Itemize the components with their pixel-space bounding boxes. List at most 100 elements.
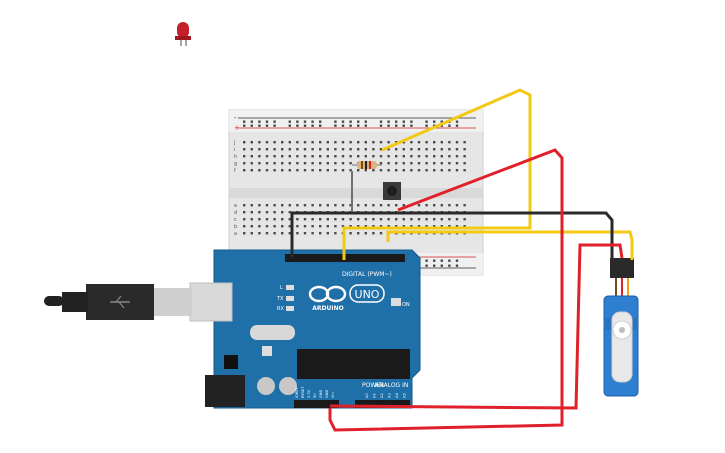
breadboard-hole [372, 148, 375, 151]
wire-yellow-1[interactable] [342, 88, 532, 260]
breadboard-hole [349, 162, 352, 165]
breadboard-hole [395, 155, 398, 158]
breadboard-hole [455, 162, 459, 165]
arduino-uno-board[interactable]: UNO ARDUINO DIGITAL (PWM~) POWER ANALOG … [205, 249, 421, 409]
breadboard-hole [265, 162, 269, 165]
breadboard-hole [379, 155, 383, 158]
breadboard-hole [250, 155, 253, 158]
breadboard-hole [334, 225, 337, 228]
breadboard-hole [288, 169, 291, 172]
breadboard-hole [440, 259, 443, 262]
breadboard-hole [357, 155, 360, 158]
breadboard-hole [334, 232, 337, 235]
breadboard-hole [410, 148, 413, 151]
breadboard-hole [463, 155, 466, 158]
breadboard-hole [281, 232, 284, 235]
breadboard-hole [455, 264, 459, 267]
breadboard-hole [243, 232, 246, 235]
breadboard-hole [273, 169, 276, 172]
breadboard-hole [349, 169, 352, 172]
resistor-component[interactable] [352, 161, 382, 169]
led-component[interactable] [175, 22, 191, 46]
l-label: L [280, 285, 283, 291]
usb-cable-boot [62, 292, 88, 312]
breadboard-hole [273, 225, 276, 228]
breadboard-hole [448, 148, 451, 151]
reset-button[interactable] [262, 346, 272, 356]
breadboard-hole [463, 218, 466, 221]
breadboard-hole [433, 162, 436, 165]
breadboard-hole [463, 204, 466, 207]
breadboard-hole [440, 141, 443, 144]
breadboard-hole [364, 169, 367, 172]
usb-plug-metal [152, 288, 192, 316]
breadboard-hole [334, 162, 337, 165]
breadboard-hole [349, 232, 352, 235]
servo-connector [610, 258, 634, 278]
breadboard-hole [243, 169, 246, 172]
breadboard-hole [387, 120, 390, 123]
breadboard-hole [349, 218, 352, 221]
breadboard-hole [288, 232, 291, 235]
breadboard-hole [243, 141, 246, 144]
breadboard-hole [410, 218, 413, 221]
wire-red-1[interactable] [328, 148, 564, 432]
breadboard-hole [379, 232, 383, 235]
power-label: POWER [362, 382, 384, 389]
capacitor-left [257, 377, 275, 395]
power-jack[interactable] [205, 375, 245, 407]
wire-black-1[interactable] [290, 211, 614, 260]
breadboard-hole [258, 155, 261, 158]
breadboard-hole [395, 120, 398, 123]
breadboard-hole [463, 225, 466, 228]
breadboard-hole [372, 225, 375, 228]
breadboard-hole [243, 225, 246, 228]
breadboard-hole [379, 218, 383, 221]
breadboard-hole [296, 169, 299, 172]
breadboard-hole [425, 155, 428, 158]
usb-cable[interactable] [44, 282, 233, 322]
breadboard-hole [281, 218, 284, 221]
breadboard-hole [448, 162, 451, 165]
wire-yellow-2[interactable] [386, 230, 634, 260]
breadboard-hole [357, 141, 360, 144]
infinity-logo-icon [308, 285, 347, 303]
breadboard-hole [243, 162, 246, 165]
breadboard-hole [417, 204, 421, 207]
breadboard-hole [440, 218, 443, 221]
breadboard-hole [410, 162, 413, 165]
breadboard-hole [303, 218, 307, 221]
servo-motor[interactable] [603, 258, 639, 397]
breadboard-hole [258, 148, 261, 151]
breadboard-hole [258, 232, 261, 235]
breadboard-hole [250, 218, 253, 221]
pin-label: GND [325, 390, 329, 398]
breadboard-hole [311, 169, 314, 172]
breadboard-hole [364, 141, 367, 144]
breadboard-hole [319, 218, 322, 221]
pushbutton-component[interactable] [383, 182, 401, 200]
breadboard-hole [288, 120, 291, 123]
pin-label: IOREF [295, 387, 299, 398]
breadboard-hole [349, 225, 352, 228]
breadboard-hole [273, 211, 276, 214]
breadboard-hole [288, 155, 291, 158]
breadboard-hole [364, 232, 367, 235]
capacitor-right [279, 377, 297, 395]
breadboard-hole [250, 232, 253, 235]
breadboard-hole [319, 120, 322, 123]
wire-red-2[interactable] [329, 243, 624, 410]
breadboard-hole [311, 148, 314, 151]
breadboard-hole [455, 218, 459, 221]
breadboard-hole [326, 162, 329, 165]
breadboard-hole [357, 232, 360, 235]
breadboard-hole [448, 218, 451, 221]
breadboard-hole [281, 211, 284, 214]
breadboard-hole [319, 204, 322, 207]
breadboard-hole [425, 225, 428, 228]
breadboard-hole [311, 124, 314, 127]
breadboard-hole [440, 120, 443, 123]
breadboard-hole [379, 141, 383, 144]
breadboard-hole [341, 141, 345, 144]
breadboard-hole [448, 225, 451, 228]
